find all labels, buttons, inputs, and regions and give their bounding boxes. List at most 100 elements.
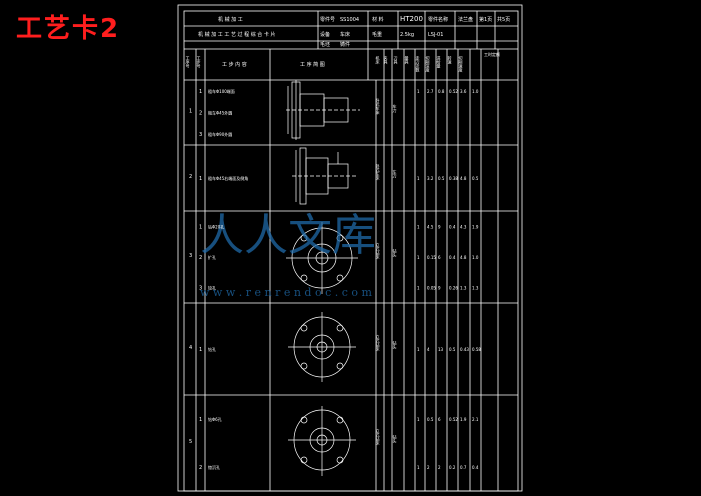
watermark: 人人文库 w w w . r e n r e n d o c . c o m [200,210,376,299]
cell-depth: 0.15 [427,255,436,260]
step-content: 铰孔 [208,285,216,291]
cell-feed: 9 [438,224,441,229]
col-time: 工时定额 [484,51,500,57]
cell-passes: 1 [417,465,420,470]
cell-time: 1.0 [472,89,479,94]
machine-cell: 立式钻床 [376,334,381,352]
cell-cut-speed: 1.3 [460,286,467,291]
inner-border [183,10,519,492]
blank-label: 毛坯 [320,41,330,48]
equip-value: 车床 [340,31,350,38]
watermark-logo: 人人文库 [200,210,376,261]
machine-cell: 立式钻床 [376,428,381,446]
equip-label: 设备 [320,31,330,38]
cell-time: 0.4 [472,465,479,470]
cell-time: 1.0 [472,255,479,260]
cell-time: 1.3 [472,286,479,291]
tool-cell: 钻头 [393,434,398,444]
cell-depth: 2 [427,465,430,470]
tool-cell: 钻头 [393,340,398,350]
watermark-url: w w w . r e n r e n d o c . c o m [200,286,372,299]
cell-time: 0.58 [472,347,481,352]
cell-feed: 6 [438,255,441,260]
col-tool: 刀具 [394,56,399,65]
cell-speed: 0.52 [449,417,458,422]
cell-speed: 0.26 [449,286,458,291]
header-block: 机 械 加 工 机 械 加 工 工 艺 过 程 综 合 卡 片 零件号 SS10… [198,15,510,48]
tool-cell: 车刀 [393,103,398,113]
process-no: 5 [189,439,192,445]
cell-depth: 2.7 [427,89,434,94]
part-no-value: SS1004 [340,17,359,23]
col-cut-speed: 切削速度 [459,55,464,73]
sheet-total: 共5页 [497,16,510,23]
cell-speed: 0.2 [449,465,456,470]
header-subtitle: 机 械 加 工 工 艺 过 程 综 合 卡 片 [198,31,275,38]
material-value: HT200 [400,15,423,23]
sketch-4 [288,312,356,382]
col-fixture: 夹具 [384,55,389,65]
col-speed: 转速 [448,55,453,65]
tool-cell: 钻头 [393,248,398,258]
step-no: 2 [199,255,202,261]
process-no: 3 [189,253,192,259]
cell-cut-speed: 0.7 [460,465,467,470]
process-no: 2 [189,174,192,180]
sketch-2 [292,147,356,205]
cell-time: 2.1 [472,417,479,422]
col-feed: 进给量 [437,55,442,69]
cell-cut-speed: 3.6 [460,89,467,94]
cell-feed: 0.8 [438,89,445,94]
weight-value: 2.5kg [400,32,414,38]
col-step-no: 工步号 [197,56,202,69]
card-no-label: LSJ-01 [428,32,443,38]
cell-speed: 0.4 [449,255,456,260]
part-name-value: 法兰盘 [458,16,473,23]
step-content: 锪沉孔 [208,464,220,470]
step-content: 钻Φ6孔 [208,416,222,422]
step-no: 1 [199,89,202,95]
part-name-label: 零件名称 [428,16,448,23]
cell-speed: 0.5 [449,347,456,352]
step-no: 3 [199,286,202,292]
step-no: 2 [199,465,202,471]
cell-depth: 3.2 [427,176,434,181]
step-no: 1 [199,417,202,423]
step-no: 1 [199,176,202,182]
cell-feed: 0.5 [438,176,445,181]
process-no: 1 [189,109,192,115]
cell-feed: 6 [438,417,441,422]
process-sketches [286,80,360,476]
cell-feed: 9 [438,286,441,291]
step-no: 3 [199,132,202,138]
cell-passes: 1 [417,417,420,422]
cell-cut-speed: 4.3 [460,224,467,229]
machine-cell: 立式钻床 [376,242,381,260]
cell-depth: 0.5 [427,417,434,422]
material-label: 材 料 [372,16,384,23]
part-no-label: 零件号 [320,16,335,23]
cell-time: 0.5 [472,176,479,181]
machine-cell: 卧式车床 [376,97,381,115]
step-content: 扩孔 [208,254,216,260]
col-sketch: 工 序 简 图 [300,61,325,68]
column-headers: 工序号 工步号 工 步 内 容 工 序 简 图 机床 夹具 刀具 量具 走刀次数… [186,51,501,73]
cell-depth: 0.05 [427,286,436,291]
process-no: 4 [189,345,192,351]
col-process-no: 工序号 [186,56,191,69]
col-passes: 走刀次数 [416,55,421,73]
step-no: 1 [199,224,202,230]
cell-feed: 13 [438,347,444,352]
cell-cut-speed: 0.43 [460,347,469,352]
step-content: 粗车Φ90外圆 [208,131,232,137]
step-content: 粗车Φ45右端面及倒角 [208,175,248,181]
cell-cut-speed: 4.8 [460,255,467,260]
step-content: 粗车Φ100端面 [208,88,235,94]
sheet-label: 第1页 [479,16,492,23]
step-content: 钻Φ20孔 [208,223,224,229]
sketch-5 [288,406,356,476]
cell-depth: 4.5 [427,224,434,229]
sketch-1 [286,80,360,140]
